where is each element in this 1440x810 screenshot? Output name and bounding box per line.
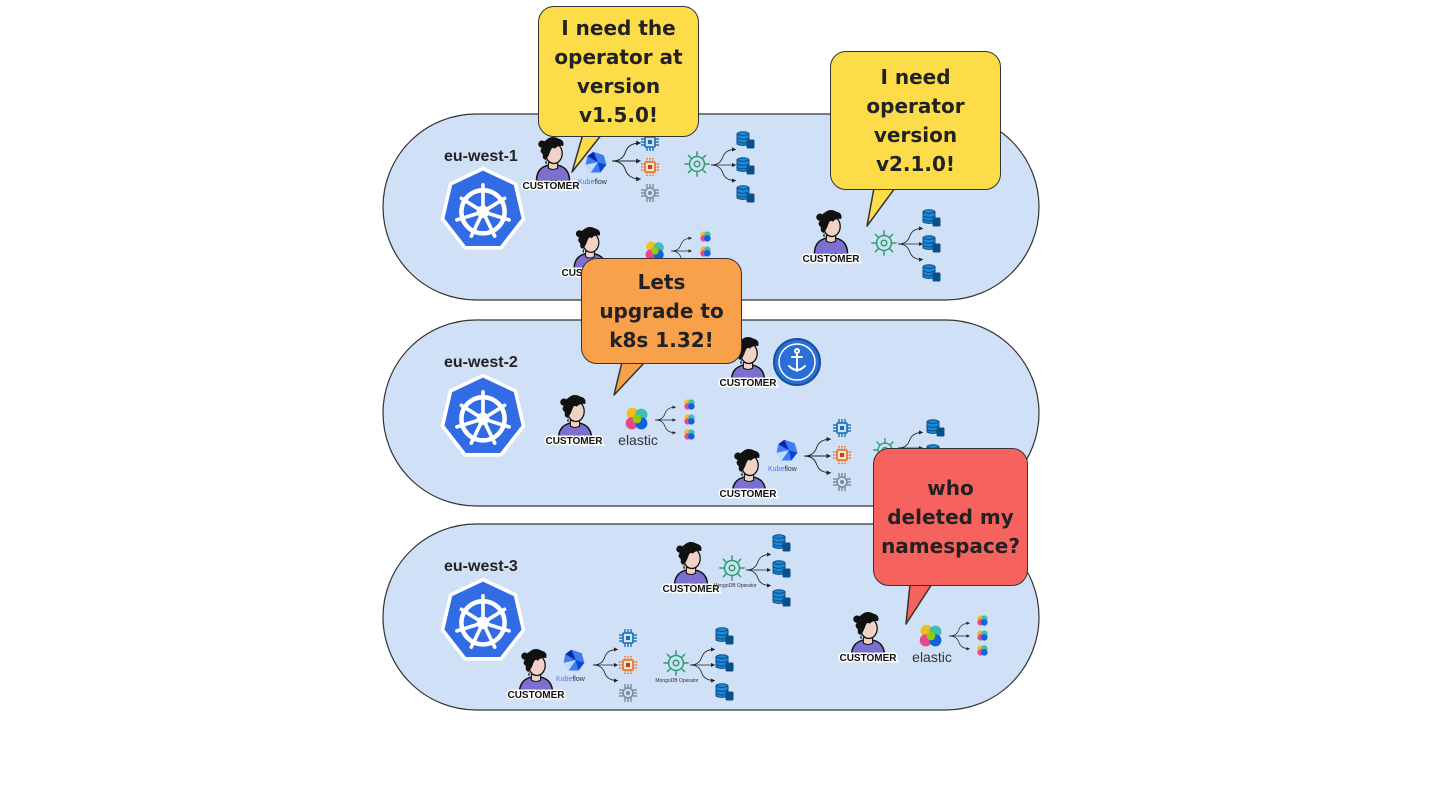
speech-bubble: Lets upgrade to k8s 1.32! <box>581 258 742 364</box>
elastic-node-icon <box>977 615 988 626</box>
kubeflow-wordmark: Kubeflow <box>768 466 798 473</box>
customer-label: CUSTOMER <box>507 690 565 701</box>
customer-label: CUSTOMER <box>545 436 603 447</box>
speech-bubble: who deleted my namespace? <box>873 448 1028 586</box>
elastic-wordmark: elastic <box>618 432 658 448</box>
speech-bubble-text: I need the operator at version v1.5.0! <box>554 15 683 127</box>
kubeflow-wordmark: Kubeflow <box>578 179 608 186</box>
elastic-node-icon <box>684 399 695 410</box>
speech-bubble-text: I need operator version v2.1.0! <box>866 64 965 176</box>
region-label: eu-west-3 <box>444 558 518 575</box>
customer-label: CUSTOMER <box>719 378 777 389</box>
mongodb-operator-label: MongoDB Operator <box>713 583 757 589</box>
region-label: eu-west-1 <box>444 148 518 165</box>
speech-bubble: I need operator version v2.1.0! <box>830 51 1001 190</box>
speech-bubble: I need the operator at version v1.5.0! <box>538 6 699 137</box>
customer-label: CUSTOMER <box>662 584 720 595</box>
elastic-node-icon <box>684 429 695 440</box>
elastic-node-icon <box>700 246 711 257</box>
customer-label: CUSTOMER <box>802 254 860 265</box>
kubeflow-wordmark: Kubeflow <box>556 676 586 683</box>
elastic-node-icon <box>700 231 711 242</box>
elastic-wordmark: elastic <box>912 649 952 665</box>
speech-bubble-text: Lets upgrade to k8s 1.32! <box>599 269 724 352</box>
elastic-icon <box>919 624 942 647</box>
kubernetes-icon <box>443 169 524 248</box>
elastic-node-icon <box>977 645 988 656</box>
customer-label: CUSTOMER <box>719 489 777 500</box>
customer-label: CUSTOMER <box>522 181 580 192</box>
elastic-icon <box>625 407 648 430</box>
cert-manager-icon <box>773 338 821 386</box>
speech-bubble-text: who deleted my namespace? <box>881 475 1020 558</box>
region-label: eu-west-2 <box>444 354 518 371</box>
customer-label: CUSTOMER <box>839 653 897 664</box>
kubernetes-icon <box>443 376 524 455</box>
kubernetes-icon <box>443 580 524 659</box>
mongodb-operator-label: MongoDB Operator <box>655 678 699 684</box>
elastic-node-icon <box>684 414 695 425</box>
elastic-node-icon <box>977 630 988 641</box>
